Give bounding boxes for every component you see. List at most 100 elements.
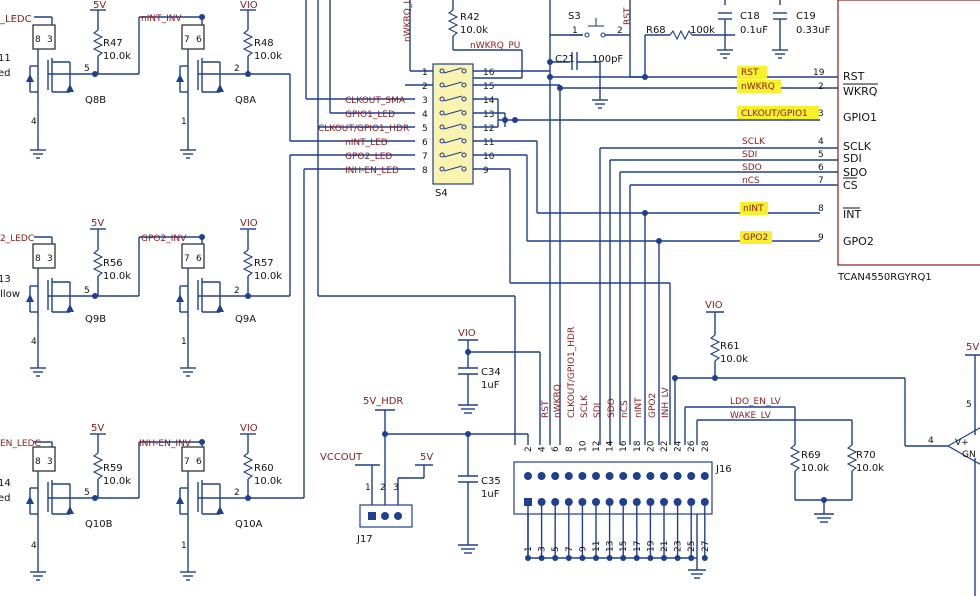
j16-pin-dot: [632, 498, 641, 506]
svg-text:2: 2: [234, 286, 240, 296]
svg-text:Q9A: Q9A: [235, 314, 256, 325]
svg-text:R56: R56: [103, 258, 123, 269]
svg-text:5: 5: [818, 150, 824, 160]
svg-text:8: 8: [35, 254, 41, 264]
svg-text:13: 13: [0, 274, 11, 285]
svg-text:2: 2: [234, 64, 240, 74]
svg-text:ellow: ellow: [0, 289, 20, 300]
svg-text:SDO: SDO: [607, 398, 617, 418]
j16-pin-dot: [700, 472, 709, 480]
svg-text:SDI: SDI: [843, 152, 862, 165]
svg-text:CLKOUT_SMA: CLKOUT_SMA: [345, 96, 406, 106]
svg-text:3: 3: [47, 35, 53, 45]
j16-pin-number: 1: [524, 546, 534, 552]
svg-text:4: 4: [31, 541, 37, 551]
j16-pin-number: 26: [687, 440, 697, 452]
svg-text:VIO: VIO: [240, 218, 258, 229]
j16-pin-number: 6: [551, 446, 561, 452]
svg-text:1: 1: [422, 68, 428, 78]
j16-pin-number: 7: [565, 546, 575, 552]
svg-text:2_LEDC: 2_LEDC: [0, 234, 34, 244]
svg-text:4: 4: [31, 337, 37, 347]
j16-pin-number: 19: [646, 540, 656, 552]
svg-text:4: 4: [422, 110, 428, 120]
svg-text:ed: ed: [0, 68, 11, 79]
svg-text:5: 5: [422, 124, 428, 134]
j16-pin-number: 23: [674, 541, 684, 552]
svg-text:GPO2_LED: GPO2_LED: [345, 152, 392, 162]
svg-text:6: 6: [196, 35, 202, 45]
svg-text:10.0k: 10.0k: [801, 463, 829, 474]
svg-text:R42: R42: [460, 12, 480, 23]
svg-text:5V: 5V: [91, 218, 104, 229]
svg-text:EN_LEDC: EN_LEDC: [0, 439, 41, 449]
svg-text:R60: R60: [254, 463, 274, 474]
svg-text:4: 4: [928, 436, 934, 446]
j16-pin-dot: [646, 498, 655, 506]
j16-pin-dot: [673, 472, 682, 480]
j16-pin-dots: [524, 472, 709, 561]
j16-pin-dot: [524, 472, 532, 480]
j16-pin-dot: [605, 498, 614, 506]
svg-text:Q10A: Q10A: [235, 519, 263, 530]
svg-text:5: 5: [84, 488, 90, 498]
ic-tcan4550[interactable]: TCAN4550RGYRQ1 RST 19 RST nWKRQ 2 WKRQ C…: [599, 0, 980, 445]
svg-text:7: 7: [184, 254, 190, 264]
svg-text:Q8B: Q8B: [85, 95, 106, 106]
svg-text:2: 2: [422, 82, 428, 92]
svg-text:SDO: SDO: [843, 166, 867, 179]
j16-pin-dot: [619, 472, 628, 480]
svg-text:J16: J16: [715, 464, 732, 475]
svg-text:R69: R69: [801, 450, 821, 461]
svg-text:6: 6: [196, 457, 202, 467]
svg-text:LDO_EN_LV: LDO_EN_LV: [730, 397, 781, 407]
j16-pin-dot: [578, 472, 587, 480]
svg-text:GN: GN: [962, 450, 976, 460]
connector-j17[interactable]: 1 2 3 J17: [356, 483, 413, 545]
svg-text:INH_LV: INH_LV: [661, 386, 671, 418]
svg-text:C21: C21: [555, 54, 575, 65]
j16-pin-dot: [592, 498, 600, 506]
svg-text:VIO: VIO: [705, 300, 723, 311]
svg-text:Q8A: Q8A: [235, 95, 256, 106]
j16-pin-dot: [564, 472, 573, 480]
svg-text:R68: R68: [646, 25, 666, 36]
svg-text:GPO2: GPO2: [743, 233, 768, 243]
svg-text:VCCOUT: VCCOUT: [320, 452, 363, 463]
j16-pin-dot: [592, 472, 600, 480]
svg-text:GPO2_INV: GPO2_INV: [141, 234, 187, 244]
svg-text:nWKRQ_PU: nWKRQ_PU: [470, 41, 520, 51]
svg-text:13: 13: [483, 110, 494, 120]
svg-text:nINT: nINT: [743, 204, 764, 214]
svg-text:Q9B: Q9B: [85, 314, 106, 325]
j16-pin-number: 12: [592, 441, 602, 452]
svg-text:14: 14: [0, 478, 11, 489]
svg-text:1: 1: [365, 483, 371, 493]
svg-text:10.0k: 10.0k: [103, 51, 131, 62]
svg-text:19: 19: [813, 68, 825, 78]
svg-text:nWKRQ: nWKRQ: [553, 384, 563, 418]
j16-pin-dot: [660, 498, 668, 506]
svg-text:INH-EN_LED: INH-EN_LED: [345, 166, 399, 176]
svg-text:R47: R47: [103, 38, 123, 49]
j16-pin-number: 25: [687, 541, 697, 552]
svg-text:RST: RST: [541, 400, 551, 418]
svg-text:nWKRQ_LE: nWKRQ_LE: [403, 0, 413, 42]
j16-pin-dot: [524, 498, 532, 506]
j16-pin-dot: [687, 498, 696, 506]
svg-text:C18: C18: [740, 11, 760, 22]
svg-text:R57: R57: [254, 258, 274, 269]
svg-text:10.0k: 10.0k: [460, 25, 488, 36]
svg-text:10.0k: 10.0k: [103, 476, 131, 487]
svg-text:11: 11: [483, 138, 494, 148]
j16-pin-dot: [605, 472, 614, 480]
svg-text:5: 5: [84, 286, 90, 296]
svg-text:2: 2: [617, 26, 623, 36]
svg-text:6: 6: [818, 163, 824, 173]
dip-switch-s4[interactable]: CLKOUT_SMA GPIO1_LED CLKOUT/GPIO1_HDR nI…: [305, 0, 516, 445]
svg-text:3: 3: [422, 96, 428, 106]
s4-left-pins: 1 2 3 4 5 6 7 8: [422, 68, 428, 176]
j16-pin-number: 28: [701, 440, 711, 452]
